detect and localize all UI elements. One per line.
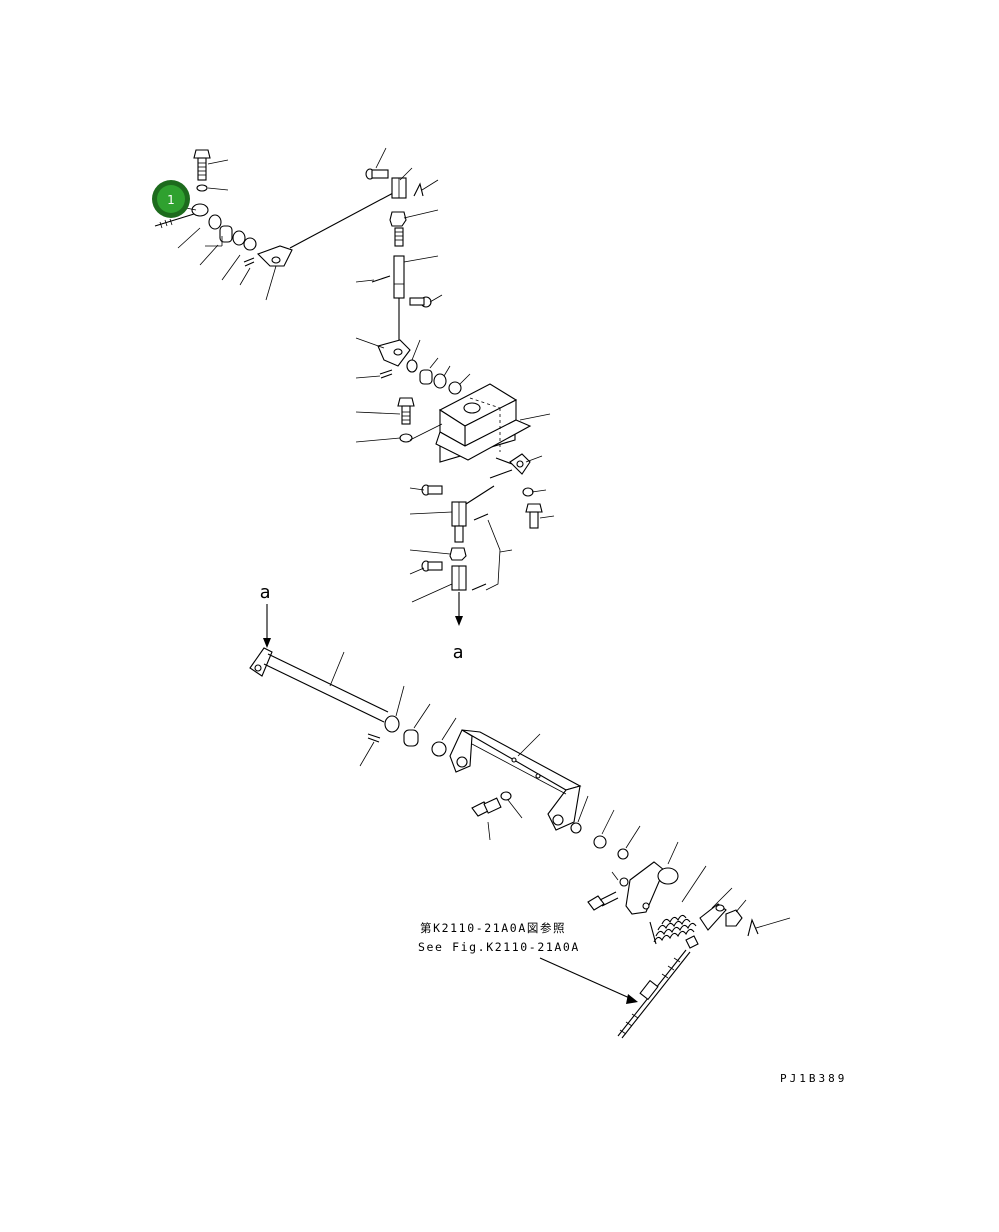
nut-part [449,547,467,561]
washer-part [243,237,257,251]
cross-shaft-assembly [249,647,641,860]
arrow-head [455,616,463,626]
bolt-part [193,149,211,181]
cotter-pin-part [473,513,489,521]
clevis-part [451,565,467,591]
clevis-pin-part [421,484,443,496]
actuator-box [409,383,551,463]
washer-part [196,184,208,192]
clevis-pin-part [409,296,432,308]
lever-part [625,861,679,915]
lever-part [509,453,531,475]
ball-joint-part [154,203,209,229]
threaded-stud-part [454,525,464,543]
nut-part [725,909,743,927]
cotter-pin-part [471,583,487,591]
view-marker-upper: a [260,582,271,648]
control-rod [289,191,396,249]
leader-lines [611,841,791,929]
actuator-output-linkage [409,453,555,626]
cotter-pin-part [243,257,255,267]
washer-part [500,791,512,801]
leader-lines [409,455,555,603]
bolt-part [397,397,415,425]
leader-lines [177,159,277,301]
bushing-part [208,214,222,230]
collar-part [219,225,233,243]
callout-number: 1 [167,193,175,207]
nut-part [617,848,629,860]
cotter-pin-part [371,275,391,283]
washer-part [522,487,534,497]
adjust-rod-part [617,949,691,1039]
nut-part [685,935,699,949]
washer-part [593,835,607,849]
washer-part [619,877,629,887]
clevis-part [451,501,467,527]
lever-part [257,245,293,267]
view-marker-label: a [453,642,464,663]
vertical-rod [393,255,405,299]
cotter-pin-part [367,733,381,743]
callout-badge-fill [157,185,185,213]
cotter-pin-part [747,918,759,937]
cotter-pin-part [379,369,393,379]
bolt-part [471,797,502,817]
nut-part [570,822,582,834]
spacer-part [232,230,246,246]
bolt-part [525,503,543,529]
clevis-part [391,177,407,199]
washer-part [431,741,447,757]
upper-middle-assembly [355,147,471,443]
bushing-part [433,373,447,389]
cross-shaft [267,653,389,713]
washer-part [406,359,418,373]
spring-part [649,914,697,945]
lower-right-assembly [539,841,791,1039]
cotter-pin-part [413,182,424,197]
bolt-part [587,891,619,911]
bracket-part [449,729,582,831]
washer-part [448,381,462,395]
threaded-stud-part [394,227,404,247]
collar-part [419,369,433,385]
reference-note-en: See Fig.K2110-21A0A [418,940,580,954]
leader-lines [355,147,471,443]
clevis-pin-part [365,168,389,180]
lever-part [249,647,273,677]
rod-end-part [699,903,727,931]
callout-badge[interactable]: 1 [152,180,190,218]
nut-part [389,211,407,227]
upper-left-linkage [154,149,396,301]
bushing-part [384,715,400,733]
washer-part [399,433,413,443]
arrow-head [626,994,638,1004]
reference-note-jp: 第K2110-21A0A図参照 [420,921,566,935]
reference-note: 第K2110-21A0A図参照 See Fig.K2110-21A0A [418,921,580,954]
drawing-number: PJ1B389 [780,1072,847,1085]
collar-part [403,729,419,747]
clevis-pin-part [421,560,443,572]
lever-part [377,339,411,367]
leader-lines [329,651,641,849]
reference-arrow [539,957,635,1001]
view-marker-label: a [260,582,271,603]
